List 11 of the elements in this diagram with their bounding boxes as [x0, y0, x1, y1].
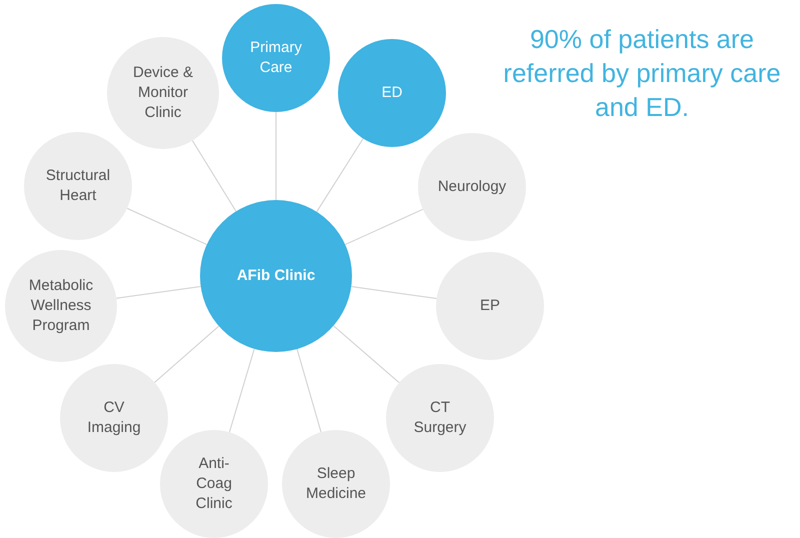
connector-line	[192, 140, 237, 212]
connector-line	[126, 208, 208, 246]
connector-line	[332, 325, 400, 384]
connector-line	[316, 138, 364, 212]
callout-text: 90% of patients are referred by primary care and ED.	[502, 23, 782, 124]
connector-line	[296, 348, 322, 433]
connector-line	[344, 208, 424, 246]
connector-line	[350, 286, 438, 299]
connector-line	[228, 348, 255, 433]
connector-line	[154, 326, 220, 383]
connector-line	[116, 286, 202, 299]
